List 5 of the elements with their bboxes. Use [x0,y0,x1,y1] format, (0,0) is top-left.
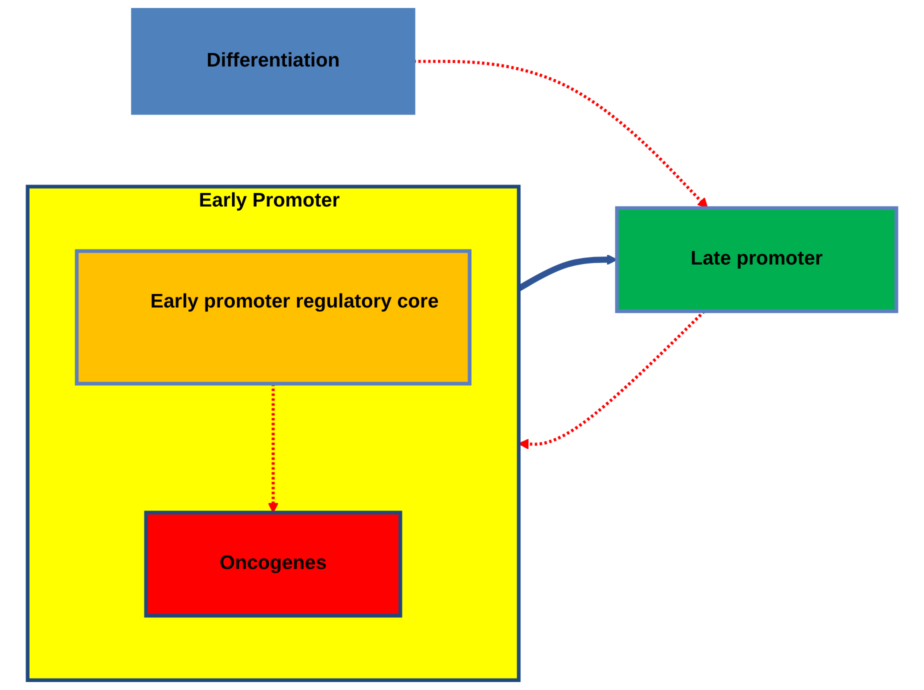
node-box: Differentiation [131,8,416,115]
node-box: Oncogenes [144,510,402,618]
arrow [268,384,279,514]
node-box: Early promoter regulatory core [74,249,472,386]
node-box: Late promoter [615,206,898,314]
